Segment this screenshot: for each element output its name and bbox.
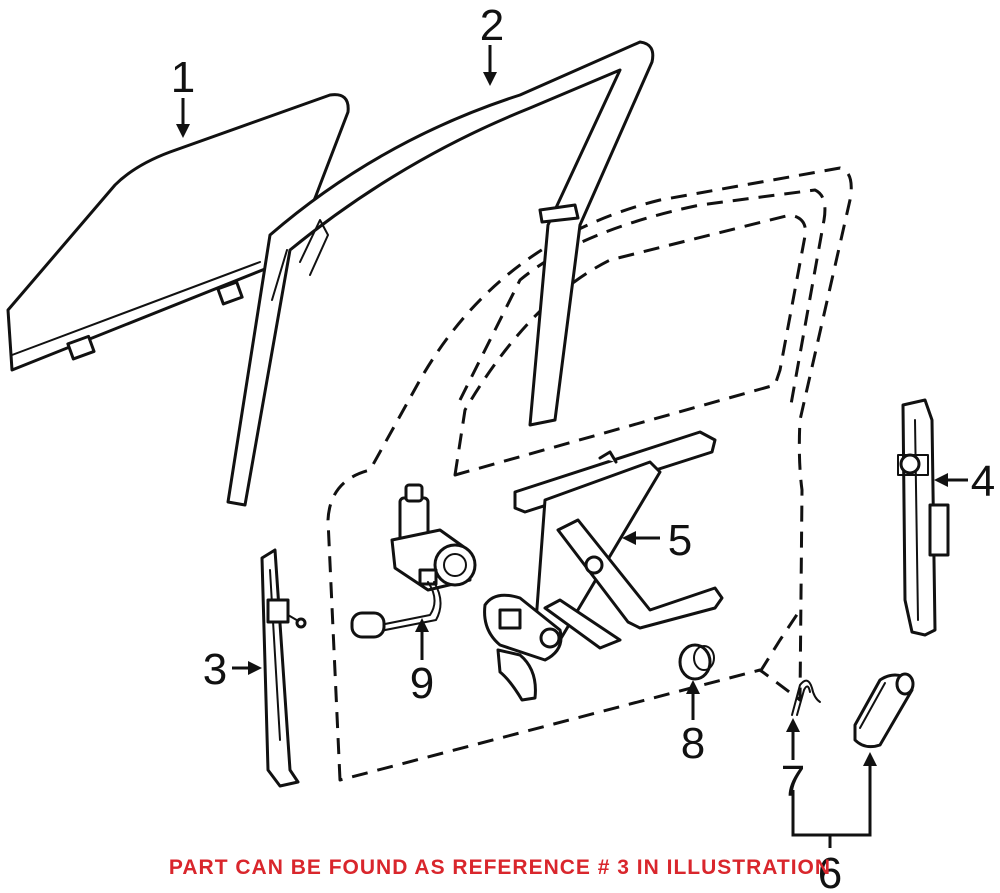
window-run-channel — [226, 40, 655, 507]
rear-glass-channel — [260, 548, 307, 788]
callout-1: 1 — [171, 53, 195, 102]
callout-7: 7 — [781, 757, 805, 806]
regulator-bushing — [678, 643, 715, 681]
reference-note: PART CAN BE FOUND AS REFERENCE # 3 IN IL… — [168, 856, 832, 879]
callout-8: 8 — [681, 719, 705, 768]
window-regulator — [483, 430, 724, 702]
retaining-clip — [791, 679, 821, 716]
guide-block — [853, 672, 915, 749]
front-glass-guide — [897, 398, 950, 637]
callout-4: 4 — [971, 457, 995, 506]
window-motor — [350, 483, 477, 639]
callout-6: 6 — [818, 849, 842, 893]
callout-2: 2 — [480, 1, 504, 50]
callout-9: 9 — [410, 659, 434, 708]
leader-lines — [176, 45, 968, 848]
callout-3: 3 — [203, 645, 227, 694]
callout-5: 5 — [668, 516, 692, 565]
